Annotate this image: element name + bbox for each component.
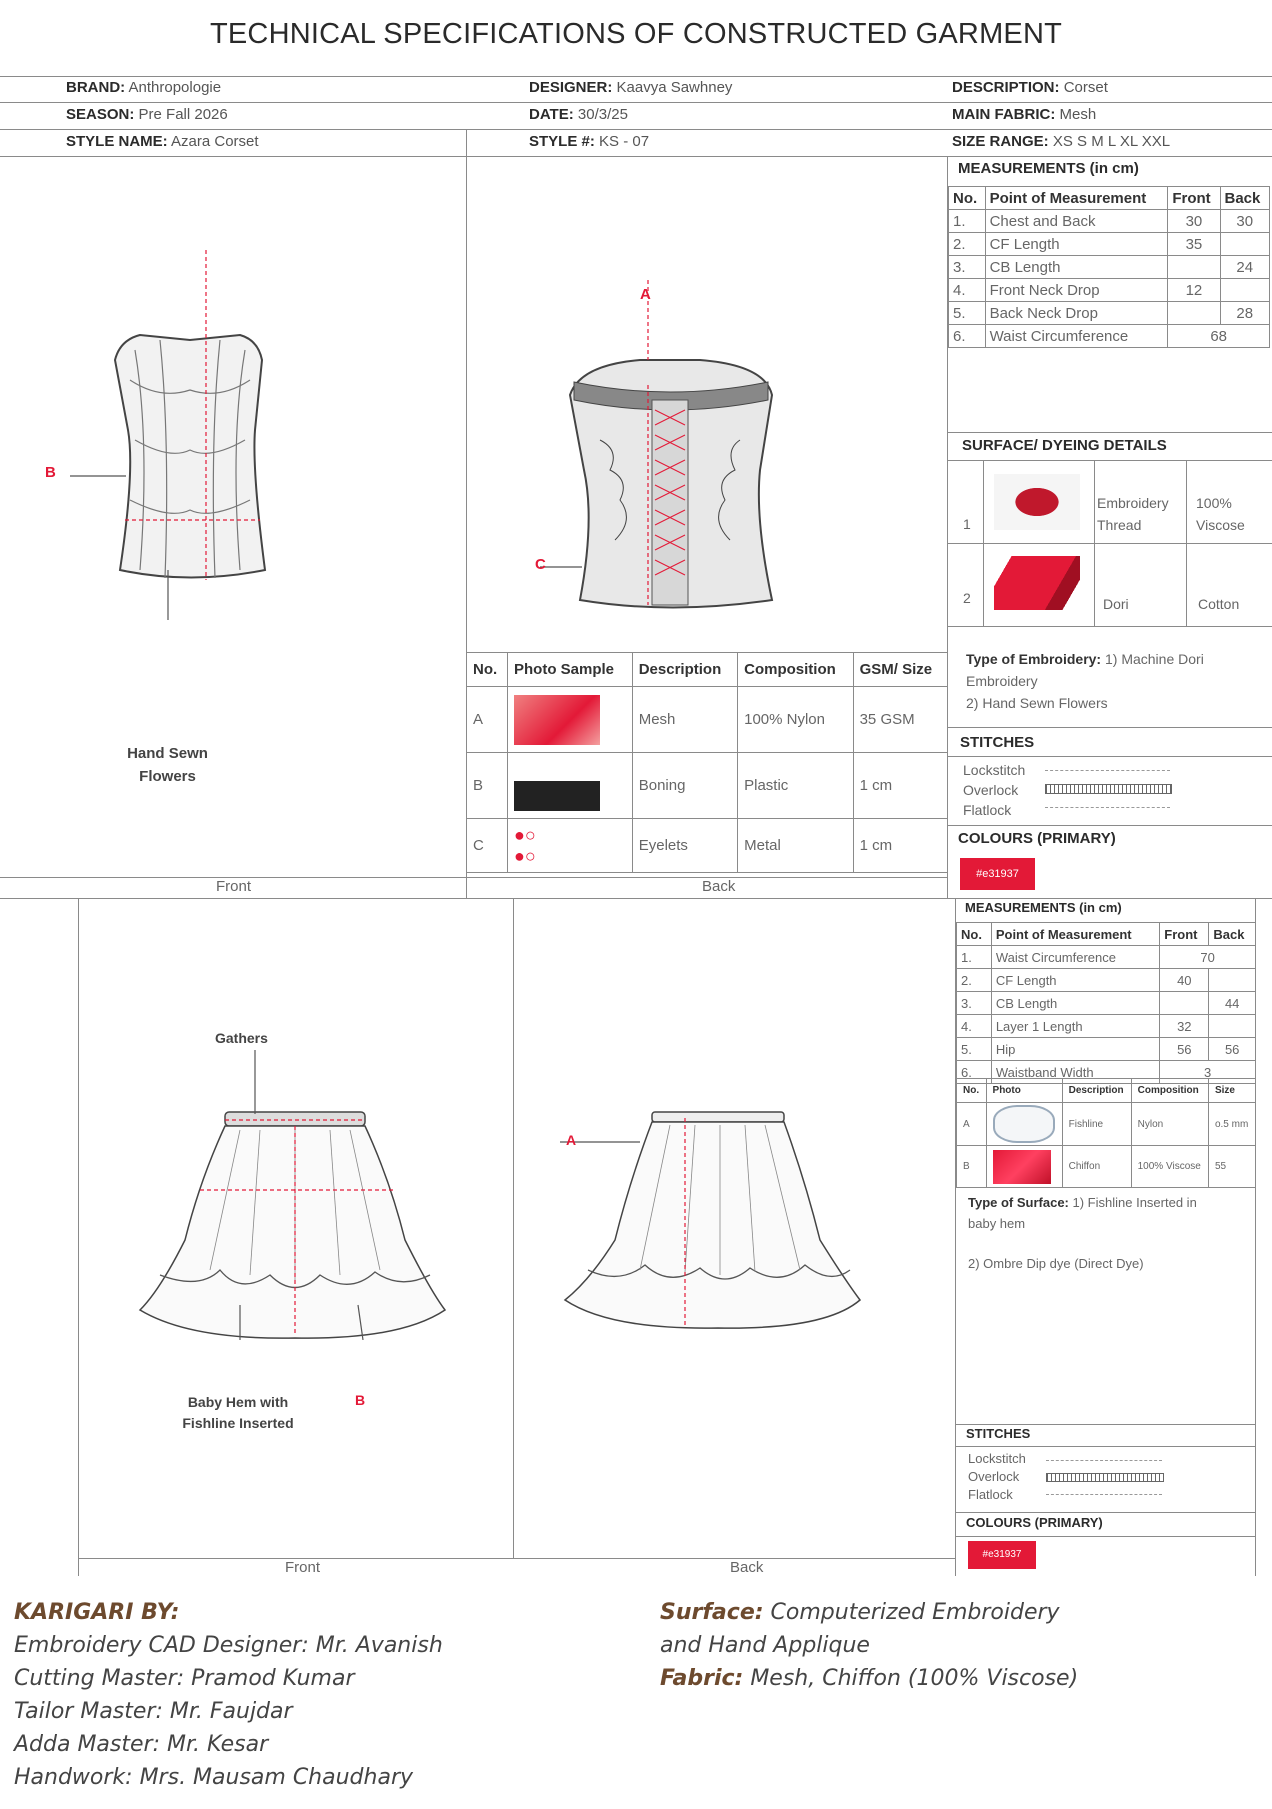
embroidery-type: Type of Embroidery: 1) Machine Dori Embr… — [966, 651, 1204, 711]
table-row: C ●○●○ Eyelets Metal 1 cm — [465, 818, 949, 873]
style-number-field: STYLE #: KS - 07 — [529, 133, 650, 150]
corset-stitches-title: STITCHES — [960, 734, 1035, 751]
main-fabric-field: MAIN FABRIC: Mesh — [952, 106, 1097, 123]
date-field: DATE: 30/3/25 — [529, 106, 628, 123]
surface-fabric-notes: Surface: Computerized Embroidery and Han… — [660, 1600, 1079, 1691]
skirt-colour-swatch: #e31937 — [968, 1541, 1036, 1569]
embroidery-thread-image — [994, 474, 1080, 530]
skirt-colours-title: COLOURS (PRIMARY) — [966, 1515, 1103, 1530]
corset-back-caption: Back — [702, 878, 736, 895]
table-row: A Fishline Nylon o.5 mm — [956, 1102, 1257, 1146]
brand-field: BRAND: Anthropologie — [66, 79, 222, 96]
skirt-label-a: A — [566, 1132, 577, 1148]
skirt-stitches-title: STITCHES — [966, 1426, 1031, 1441]
baby-hem-label: Baby Hem with Fishline Inserted — [182, 1394, 294, 1431]
boning-swatch-image — [514, 760, 601, 811]
dori-image — [994, 556, 1080, 610]
corset-back-sketch — [540, 280, 774, 609]
corset-front-sketch — [70, 250, 267, 620]
table-row: B Boning Plastic 1 cm — [465, 752, 949, 819]
karigari-credits: KARIGARI BY: Embroidery CAD Designer: Mr… — [14, 1600, 443, 1790]
label-a: A — [640, 286, 651, 303]
skirt-back-sketch — [560, 1111, 862, 1329]
corset-colours-title: COLOURS (PRIMARY) — [958, 830, 1116, 847]
label-b: B — [45, 464, 56, 481]
mesh-swatch-image — [514, 694, 601, 745]
corset-colour-swatch: #e31937 — [960, 858, 1035, 890]
fishline-image — [992, 1105, 1055, 1143]
skirt-label-b: B — [355, 1392, 366, 1408]
surface-dyeing-title: SURFACE/ DYEING DETAILS — [962, 437, 1167, 454]
corset-front-caption: Front — [216, 878, 252, 895]
chiffon-image — [992, 1149, 1051, 1184]
designer-field: DESIGNER: Kaavya Sawhney — [529, 79, 733, 96]
skirt-measurements-title: MEASUREMENTS (in cm) — [965, 900, 1122, 915]
season-field: SEASON: Pre Fall 2026 — [66, 106, 228, 123]
eyelets-swatch-image: ●○●○ — [514, 824, 536, 866]
corset-materials-table: No. Photo Sample Description Composition… — [465, 652, 949, 873]
description-field: DESCRIPTION: Corset — [952, 79, 1108, 96]
skirt-front-sketch — [138, 1050, 447, 1340]
style-name-field: STYLE NAME: Azara Corset — [66, 133, 259, 150]
table-row: B Chiffon 100% Viscose 55 — [956, 1145, 1257, 1188]
page-title: TECHNICAL SPECIFICATIONS OF CONSTRUCTED … — [209, 18, 1063, 50]
surface-type: Type of Surface: 1) Fishline Inserted in… — [968, 1195, 1197, 1231]
table-row: A Mesh 100% Nylon 35 GSM — [465, 686, 949, 753]
gathers-label: Gathers — [215, 1030, 268, 1046]
label-c: C — [535, 556, 546, 573]
size-range-field: SIZE RANGE: XS S M L XL XXL — [952, 133, 1171, 150]
corset-measurements-title: MEASUREMENTS (in cm) — [958, 160, 1139, 177]
skirt-front-caption: Front — [285, 1559, 321, 1576]
skirt-back-caption: Back — [730, 1559, 764, 1576]
hand-sewn-flowers-label: Hand Sewn Flowers — [127, 745, 208, 785]
